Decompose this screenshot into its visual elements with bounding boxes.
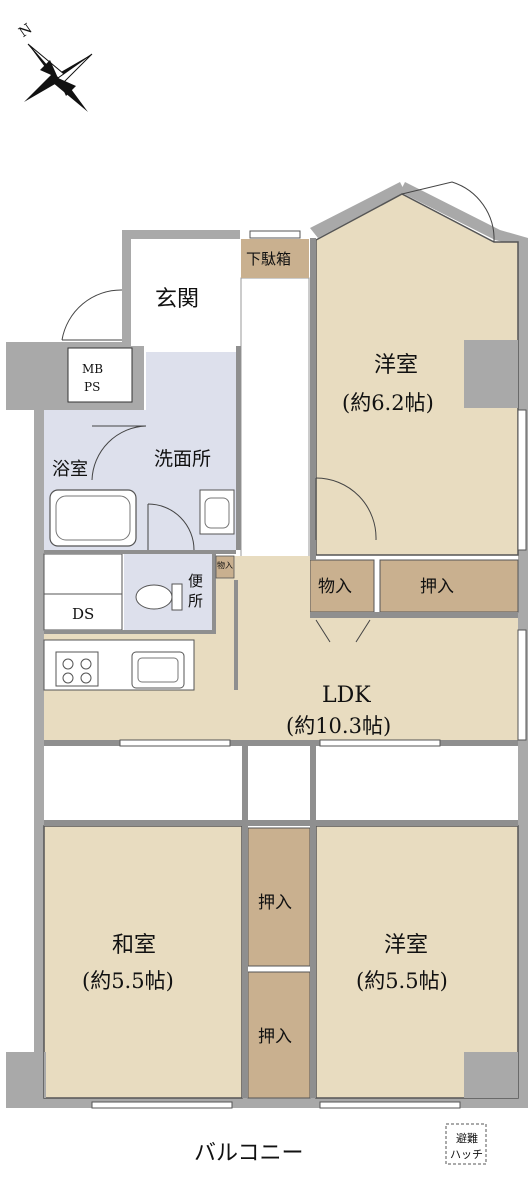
kitchen-stove	[55, 651, 99, 687]
japanese-room	[43, 825, 243, 1099]
oshiire-top-label: 押入	[420, 577, 454, 597]
western-bottom-name: 洋室	[384, 933, 428, 958]
monoire-small-storage	[215, 555, 235, 579]
oshiire-mid2-label: 押入	[258, 1027, 292, 1047]
wash-basin	[199, 489, 235, 535]
ldk-area	[44, 556, 518, 740]
bath-label: 浴室	[52, 459, 88, 480]
oshiire-storage-top	[379, 559, 519, 613]
monoire-label: 物入	[318, 577, 352, 597]
monoire-small-label: 物入	[217, 560, 233, 570]
toilet-label-line2: 所	[188, 592, 203, 610]
door-swings	[61, 181, 495, 643]
ldk-name: LDK	[322, 683, 371, 708]
western-top-size: (約6.2帖)	[342, 391, 434, 415]
balcony-label: バルコニー	[194, 1141, 304, 1166]
kitchen-sink	[131, 651, 185, 689]
genkan-area	[131, 239, 241, 346]
partition-walls	[44, 238, 518, 1098]
ldk-size: (約10.3帖)	[286, 714, 391, 738]
washroom-label: 洗面所	[154, 448, 211, 470]
oshiire-mid1-label: 押入	[258, 893, 292, 913]
windows	[91, 230, 527, 1109]
compass-north-label: N	[16, 21, 35, 41]
hallway-area	[240, 277, 310, 559]
hatch-label-line2: ハッチ	[450, 1148, 483, 1161]
toilet-fixture	[135, 583, 183, 611]
mbps-label-line2: PS	[84, 380, 100, 394]
ds-label: DS	[72, 605, 94, 623]
compass-rose-icon	[24, 43, 93, 112]
getabako-storage	[241, 239, 309, 278]
japanese-size: (約5.5帖)	[82, 969, 174, 993]
hatch-label-line1: 避難	[456, 1131, 478, 1145]
getabako-label: 下駄箱	[246, 250, 291, 268]
genkan-label: 玄関	[155, 287, 199, 312]
toilet-label-line1: 便	[188, 572, 203, 590]
ds-area	[43, 593, 123, 631]
japanese-name: 和室	[112, 933, 156, 958]
western-bottom-size: (約5.5帖)	[356, 969, 448, 993]
western-top-name: 洋室	[374, 353, 418, 378]
mbps-label-line1: MB	[82, 362, 103, 376]
oshiire-storage-mid1	[247, 827, 311, 967]
bathtub	[49, 489, 137, 547]
monoire-storage	[309, 559, 375, 613]
oshiire-storage-mid2	[247, 971, 311, 1099]
evacuation-hatch	[445, 1123, 487, 1165]
